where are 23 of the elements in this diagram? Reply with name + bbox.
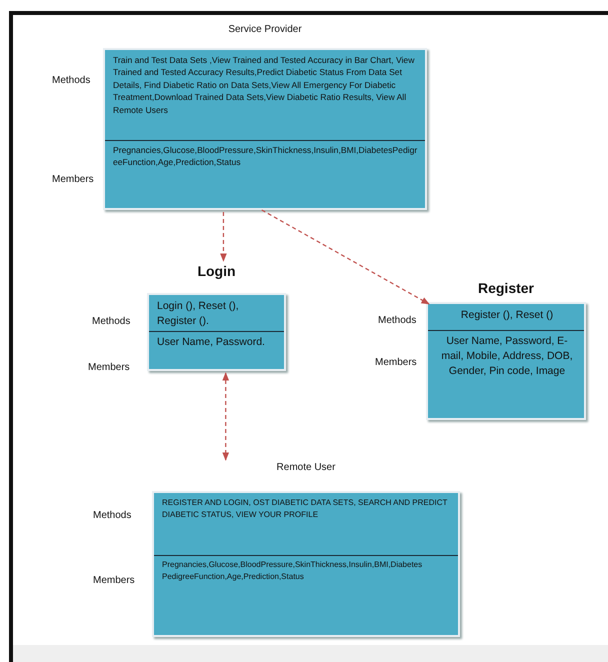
section-label: Members [88, 362, 130, 373]
dashed-arrow [222, 372, 230, 461]
members-text: User Name, Password. [157, 335, 266, 350]
methods-text: Register (), Reset () [460, 308, 554, 323]
section-label: Members [93, 575, 135, 586]
section-label: Members [52, 174, 94, 185]
class-title: Login [196, 263, 237, 279]
methods-text: Train and Test Data Sets ,View Trained and Tested Accuracy in Bar Chart, View Trained and Tested Accuracy Results,Predict Diabetic Status From Data Set Details, Find Diabetic Ratio on Data Sets,View All Emergency For Diabetic Treatment,Download Trained Data Sets,View Diabetic Ratio Results, View All Remote Users [113, 54, 416, 116]
class-title: Service Provider [227, 24, 303, 35]
methods-text: Login (), Reset (), Register (). [157, 299, 240, 330]
methods-text: REGISTER AND LOGIN, OST DIABETIC DATA SETS, SEARCH AND PREDICT DIABETIC STATUS, VIEW YOUR PROFILE [162, 497, 448, 520]
class-title: Register [476, 280, 536, 296]
members-text: Pregnancies,Glucose,BloodPressure,SkinThickness,Insulin,BMI,DiabetesPedigreeFunction,Age,Prediction,Status [113, 144, 418, 169]
class-title: Remote User [276, 462, 336, 473]
section-label: Methods [378, 315, 416, 326]
members-text: User Name, Password, E-mail, Mobile, Address, DOB, Gender, Pin code, Image [440, 334, 574, 380]
section-label: Methods [52, 75, 90, 86]
members-text: Pregnancies,Glucose,BloodPressure,SkinThickness,Insulin,BMI,Diabetes PedigreeFunction,Age,Prediction,Status [162, 559, 424, 582]
dashed-arrow [261, 209, 430, 305]
section-label: Methods [92, 316, 130, 327]
section-label: Members [375, 357, 417, 368]
section-label: Methods [93, 510, 132, 521]
dashed-arrow [220, 212, 227, 262]
